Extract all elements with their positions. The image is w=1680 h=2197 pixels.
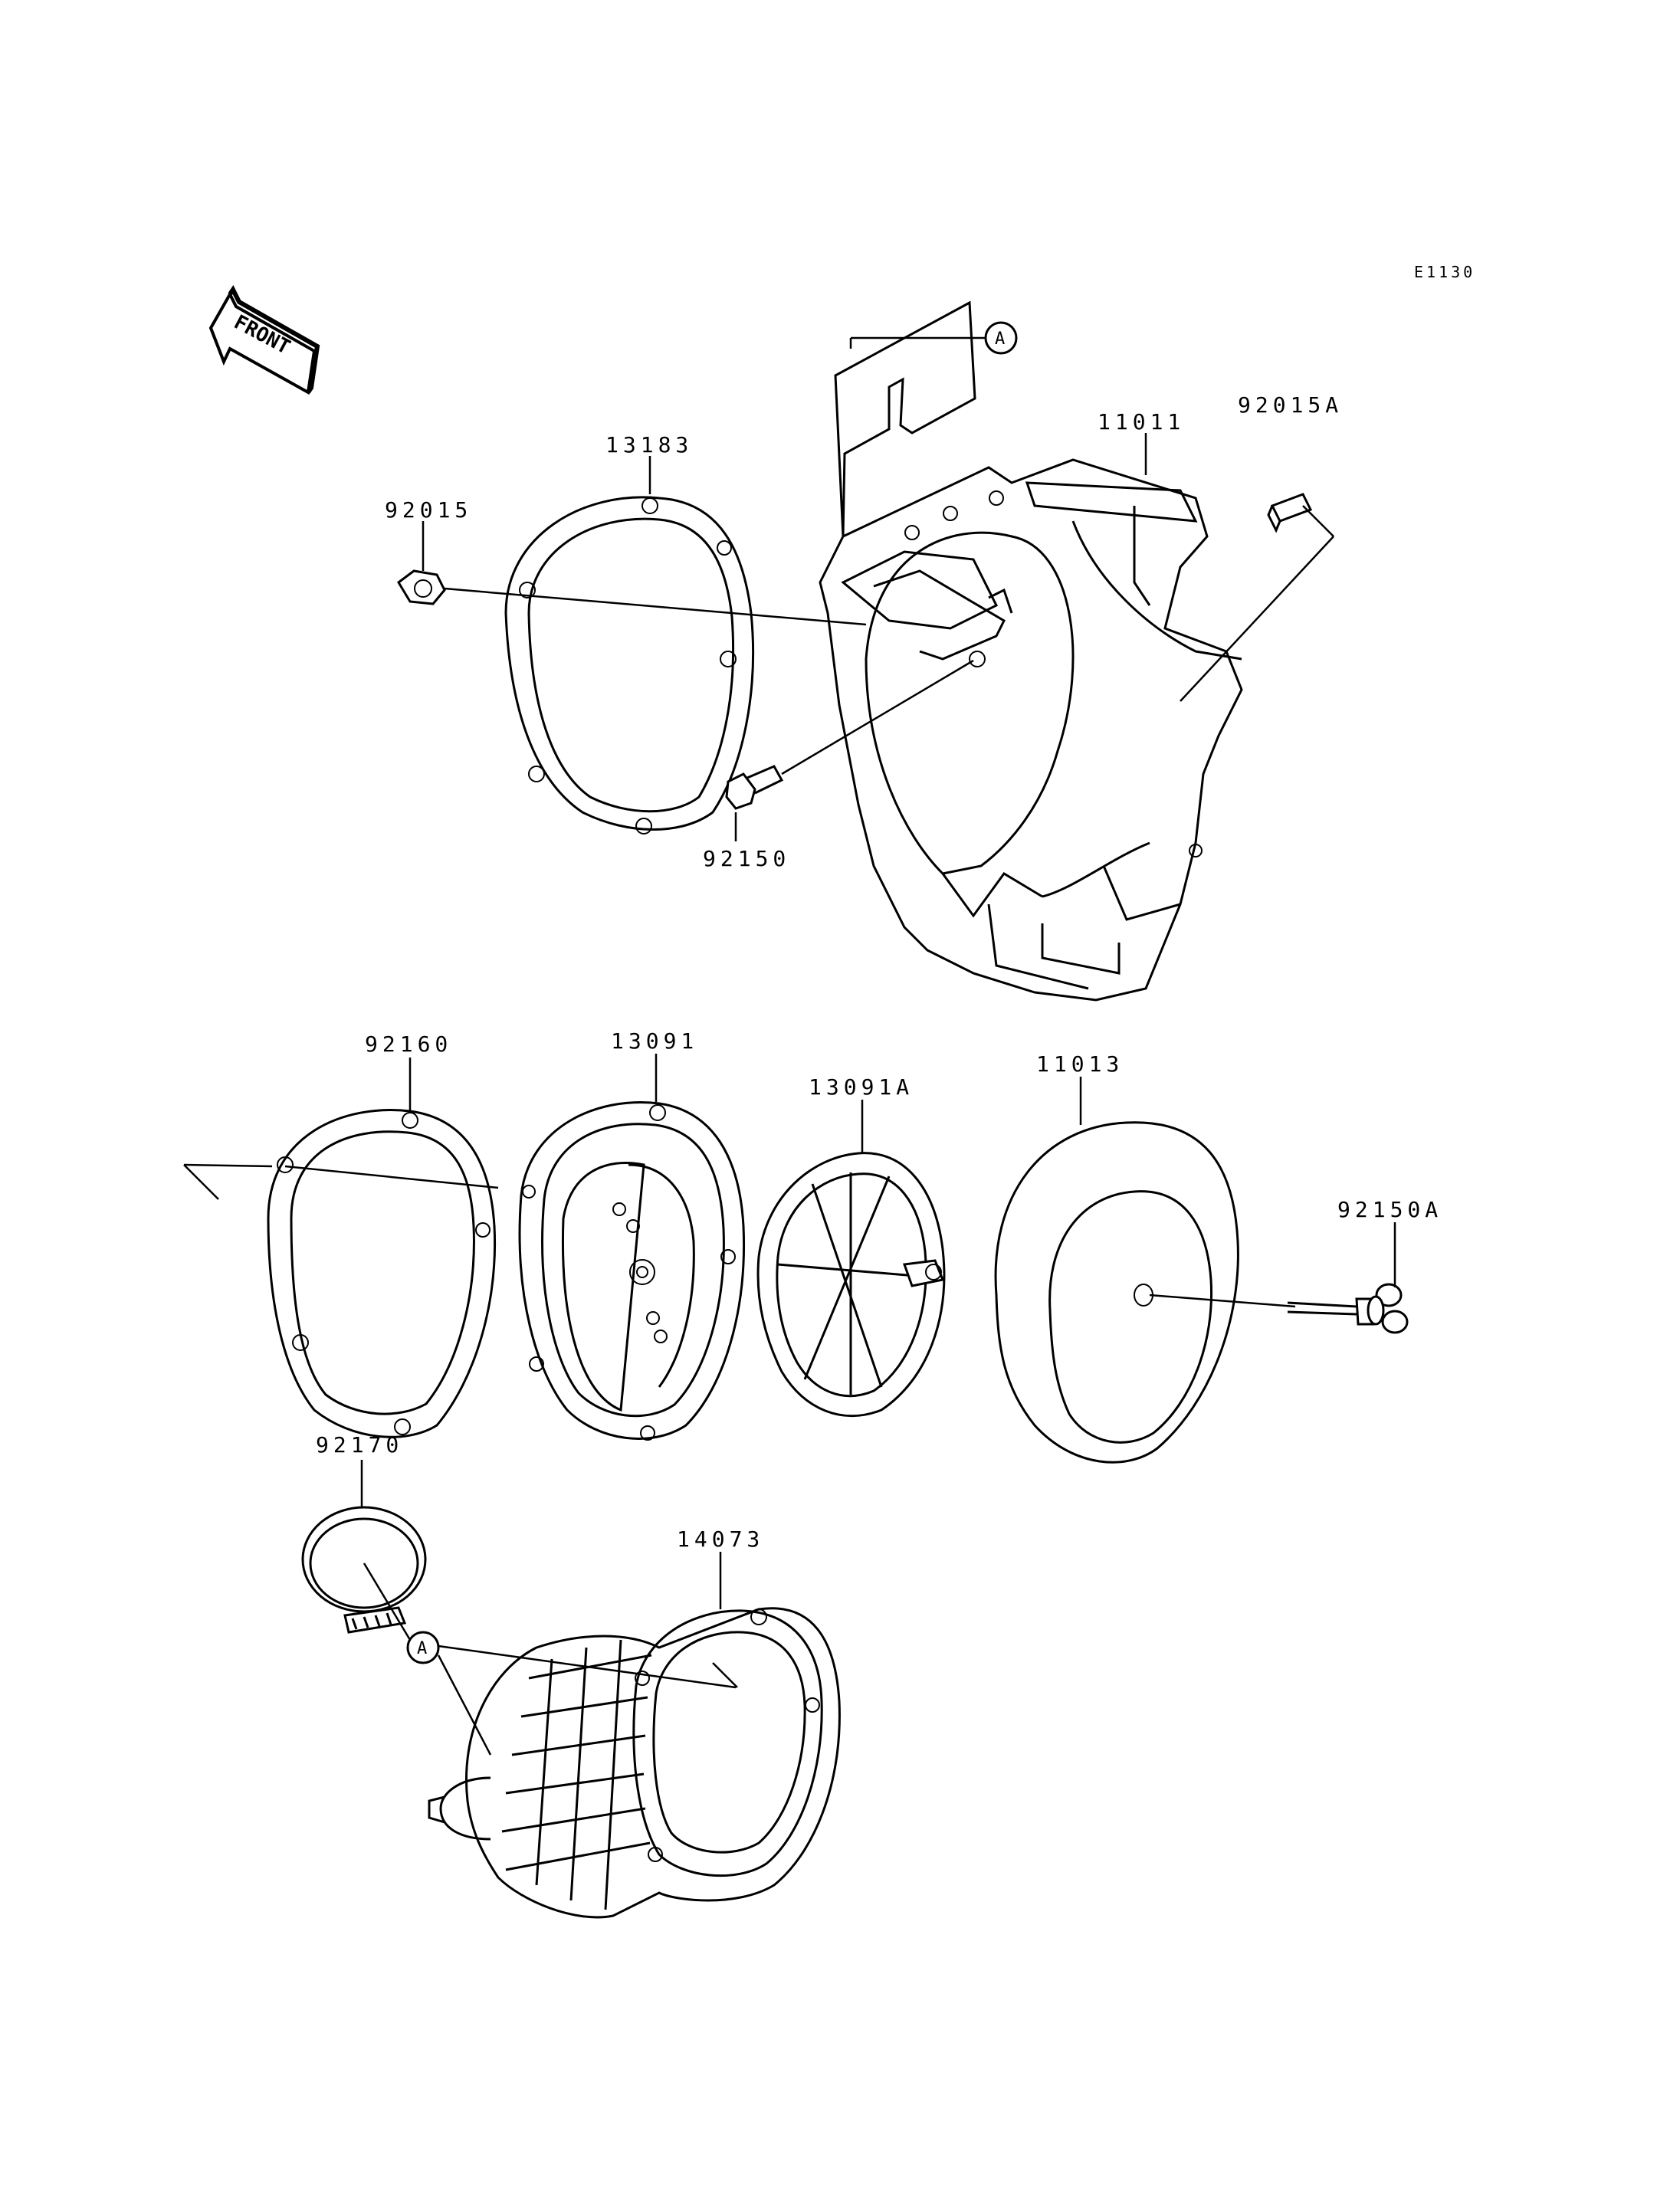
filter-element-11013[interactable] <box>994 1121 1239 1464</box>
bolt-92150[interactable] <box>725 765 784 810</box>
leader-line <box>1180 536 1334 702</box>
leader-line <box>438 1644 737 1689</box>
wing-bolt-92150A[interactable] <box>1287 1283 1409 1334</box>
leader-line <box>1302 505 1334 537</box>
intake-duct-14073[interactable] <box>428 1607 841 1919</box>
part-label-92015A: 92015A <box>1238 392 1343 418</box>
part-label-92150A: 92150A <box>1337 1197 1442 1222</box>
part-label-13183: 13183 <box>605 432 693 457</box>
leader-line <box>712 1662 738 1688</box>
leader-line <box>781 659 974 776</box>
filter-cage-13091[interactable] <box>518 1101 746 1441</box>
part-label-13091A: 13091A <box>809 1074 914 1100</box>
part-label-92170: 92170 <box>316 1432 403 1458</box>
part-label-11011: 11011 <box>1098 409 1185 434</box>
leader-line <box>183 1164 219 1200</box>
part-label-11013: 11013 <box>1036 1051 1124 1077</box>
leader-line <box>363 1562 412 1641</box>
gasket-92160[interactable] <box>267 1109 497 1438</box>
foam-block-92015A[interactable] <box>1267 493 1313 533</box>
reference-code: E1130 <box>1414 263 1475 281</box>
svg-text:A: A <box>995 330 1005 349</box>
gasket-13183[interactable] <box>504 496 755 835</box>
part-label-92015: 92015 <box>385 497 472 523</box>
svg-text:A: A <box>417 1639 427 1658</box>
leader-line <box>284 1165 499 1189</box>
callout-a-top: A <box>849 321 1018 355</box>
callout-a-bottom: A <box>406 1631 440 1664</box>
part-label-92150: 92150 <box>703 846 790 871</box>
air-box-housing[interactable] <box>819 300 1243 1002</box>
part-label-14073: 14073 <box>677 1526 764 1552</box>
part-label-13091: 13091 <box>611 1028 698 1054</box>
filter-frame-13091A[interactable] <box>756 1152 946 1418</box>
leader-line <box>437 1654 492 1756</box>
leader-line <box>183 1163 273 1168</box>
leader-line <box>444 587 867 626</box>
front-arrow-icon: FRONT <box>208 285 320 395</box>
part-label-92160: 92160 <box>365 1031 452 1057</box>
nut-92015[interactable] <box>397 569 446 605</box>
leader-line <box>1149 1294 1296 1308</box>
hose-clamp-92170[interactable] <box>301 1506 427 1634</box>
